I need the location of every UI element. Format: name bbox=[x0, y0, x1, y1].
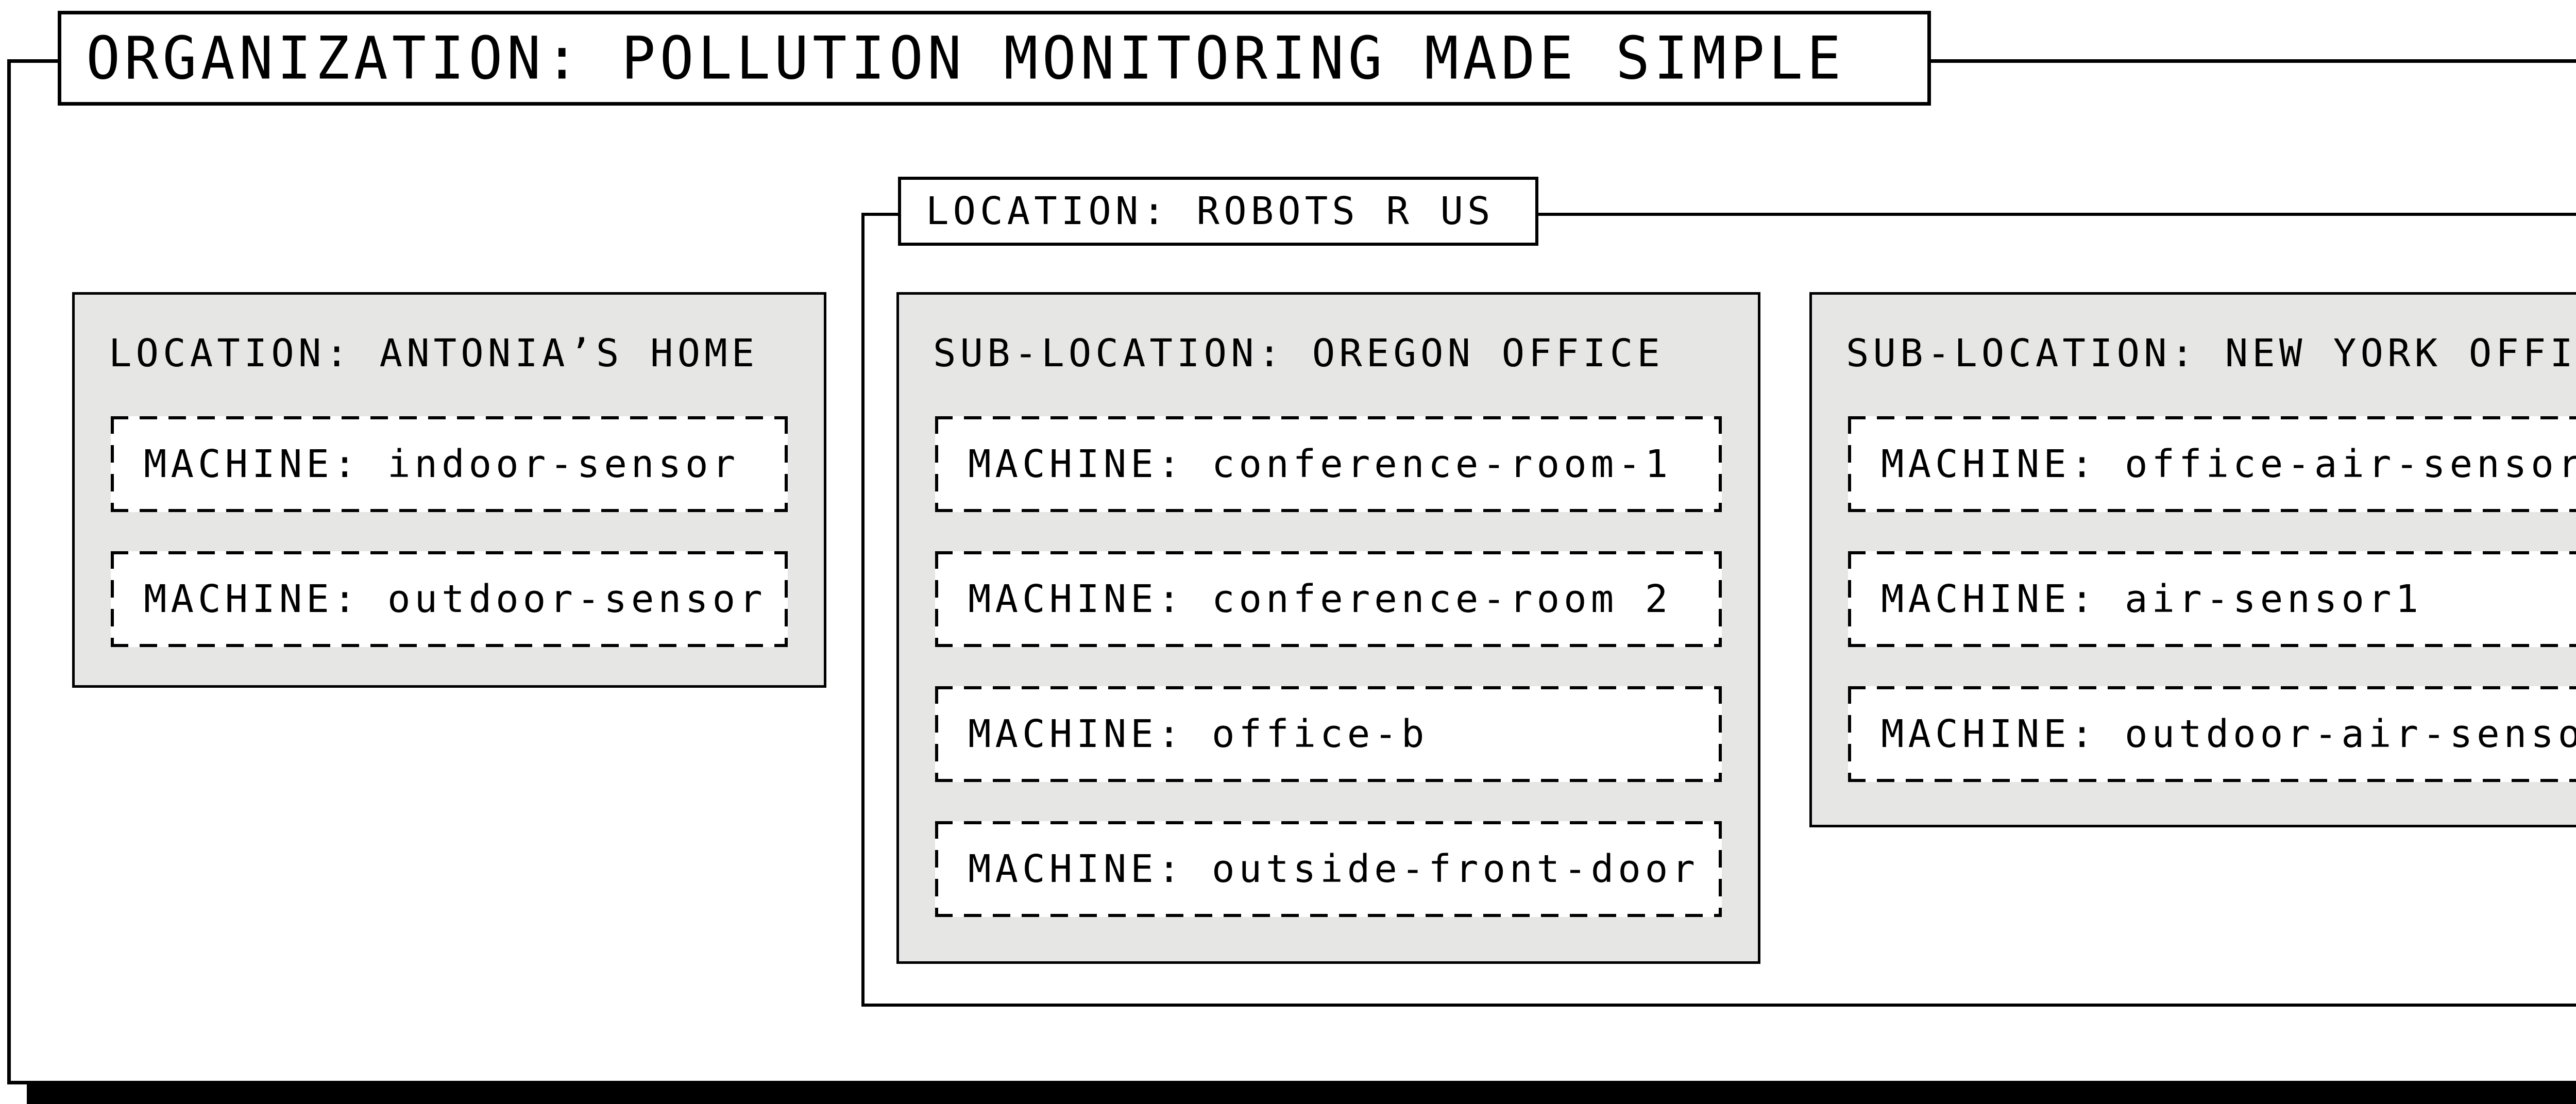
machine-box-conference-room-1: MACHINE: conference-room-1 bbox=[935, 416, 1722, 512]
sublocation-box-oregon-office: SUB-LOCATION: OREGON OFFICE MACHINE: con… bbox=[896, 292, 1760, 964]
machine-label: MACHINE: office-b bbox=[968, 712, 1429, 756]
machine-list-oregon-office: MACHINE: conference-room-1 MACHINE: conf… bbox=[935, 416, 1722, 917]
location-frame-robots-r-us: LOCATION: ROBOTS R US SUB-LOCATION: OREG… bbox=[861, 177, 2576, 1007]
machine-label: MACHINE: outdoor-sensor bbox=[144, 577, 767, 621]
location-label-antonias-home: LOCATION: ANTONIA’S HOME bbox=[109, 331, 759, 376]
machine-box-outdoor-sensor: MACHINE: outdoor-sensor bbox=[111, 551, 788, 647]
machine-label: MACHINE: outside-front-door bbox=[968, 847, 1699, 891]
location-box-antonias-home: LOCATION: ANTONIA’S HOME MACHINE: indoor… bbox=[72, 292, 826, 688]
machine-list-antonias-home: MACHINE: indoor-sensor MACHINE: outdoor-… bbox=[111, 416, 788, 647]
machine-label: MACHINE: indoor-sensor bbox=[144, 442, 740, 486]
machine-label: MACHINE: outdoor-air-sensor bbox=[1881, 712, 2576, 756]
location-label-robots-r-us: LOCATION: ROBOTS R US bbox=[926, 189, 1495, 233]
organization-frame: ORGANIZATION: POLLUTION MONITORING MADE … bbox=[7, 11, 2576, 1084]
location-title-box-robots-r-us: LOCATION: ROBOTS R US bbox=[898, 177, 1538, 246]
sublocation-label-oregon-office: SUB-LOCATION: OREGON OFFICE bbox=[933, 331, 1664, 376]
machine-box-air-sensor1: MACHINE: air-sensor1 bbox=[1848, 551, 2576, 647]
machine-label: MACHINE: air-sensor1 bbox=[1881, 577, 2423, 621]
machine-box-office-b: MACHINE: office-b bbox=[935, 686, 1722, 782]
machine-box-outdoor-air-sensor: MACHINE: outdoor-air-sensor bbox=[1848, 686, 2576, 782]
machine-box-office-air-sensor: MACHINE: office-air-sensor bbox=[1848, 416, 2576, 512]
sublocation-box-new-york-office: SUB-LOCATION: NEW YORK OFFICE MACHINE: o… bbox=[1809, 292, 2576, 827]
machine-list-new-york-office: MACHINE: office-air-sensor MACHINE: air-… bbox=[1848, 416, 2576, 782]
machine-box-indoor-sensor: MACHINE: indoor-sensor bbox=[111, 416, 788, 512]
organization-title: ORGANIZATION: POLLUTION MONITORING MADE … bbox=[86, 24, 1845, 93]
machine-box-outside-front-door: MACHINE: outside-front-door bbox=[935, 821, 1722, 917]
organization-title-box: ORGANIZATION: POLLUTION MONITORING MADE … bbox=[58, 11, 1931, 106]
machine-label: MACHINE: conference-room 2 bbox=[968, 577, 1672, 621]
machine-label: MACHINE: conference-room-1 bbox=[968, 442, 1672, 486]
machine-box-conference-room-2: MACHINE: conference-room 2 bbox=[935, 551, 1722, 647]
sublocation-label-new-york-office: SUB-LOCATION: NEW YORK OFFICE bbox=[1846, 331, 2576, 376]
machine-label: MACHINE: office-air-sensor bbox=[1881, 442, 2576, 486]
